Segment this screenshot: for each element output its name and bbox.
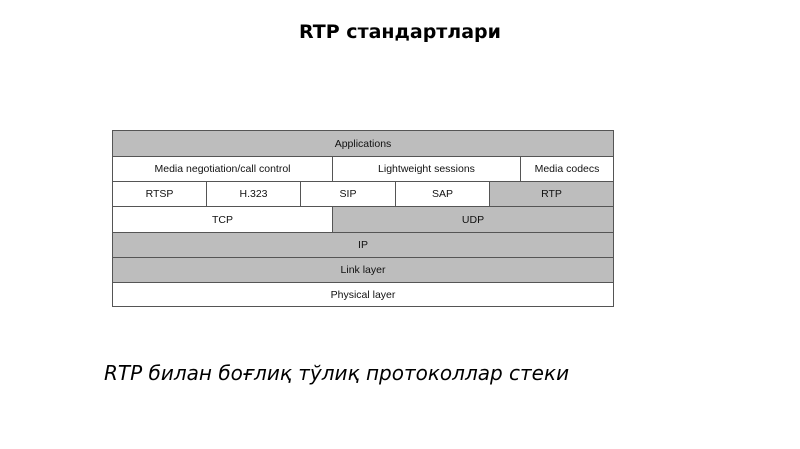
session-row: Media negotiation/call control Lightweig… [113,157,613,182]
rtsp-layer: RTSP [113,182,207,207]
link-layer: Link layer [113,258,613,283]
physical-layer: Physical layer [113,283,613,306]
protocol-stack-diagram: Applications Media negotiation/call cont… [112,130,614,307]
transport-row: TCP UDP [113,207,613,233]
physical-row: Physical layer [113,283,613,306]
tcp-layer: TCP [113,207,333,233]
sap-layer: SAP [396,182,490,207]
h323-layer: H.323 [207,182,301,207]
applications-row: Applications [113,131,613,157]
network-row: IP [113,233,613,258]
slide-caption: RTP билан боғлиқ тўлиқ протоколлар стеки [104,361,570,385]
rtp-layer: RTP [490,182,613,207]
protocol-row: RTSP H.323 SIP SAP RTP [113,182,613,207]
media-codecs-layer: Media codecs [521,157,613,182]
udp-layer: UDP [333,207,613,233]
media-negotiation-layer: Media negotiation/call control [113,157,333,182]
link-row: Link layer [113,258,613,283]
lightweight-sessions-layer: Lightweight sessions [333,157,521,182]
applications-layer: Applications [113,131,613,157]
slide-title: RTP стандартлари [299,21,501,43]
sip-layer: SIP [301,182,396,207]
ip-layer: IP [113,233,613,258]
